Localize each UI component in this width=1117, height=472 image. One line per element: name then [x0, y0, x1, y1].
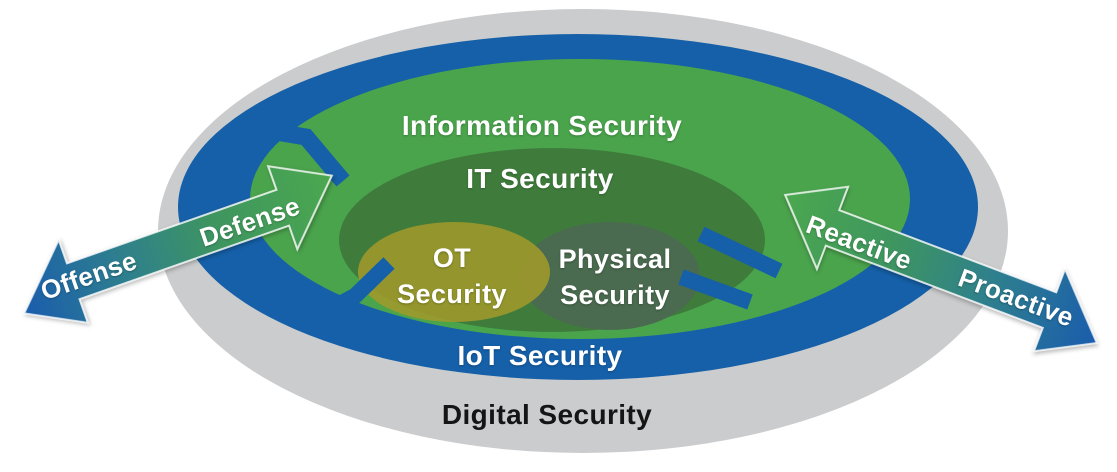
- it-security-label: IT Security: [466, 163, 614, 194]
- ot-security-label-line1: OT: [432, 243, 472, 273]
- breach-bar-right-lower: [678, 269, 753, 310]
- reactive-proactive-arrow: [783, 185, 1099, 353]
- offense-defense-arrow: [22, 164, 334, 325]
- breach-bar-right-upper: [697, 226, 783, 279]
- breach-bar-top-left: [262, 121, 350, 187]
- ot-security-label-line2: Security: [397, 279, 507, 309]
- information-security-label: Information Security: [401, 110, 683, 141]
- physical-security-label: Physical Security: [559, 241, 672, 313]
- ot-security-label: OT Security: [397, 240, 507, 312]
- physical-security-label-line1: Physical: [558, 244, 672, 274]
- physical-security-label-line2: Security: [560, 280, 670, 310]
- physical-security-ellipse: [520, 222, 700, 330]
- digital-security-label: Digital Security: [441, 399, 653, 430]
- iot-security-label: IoT Security: [457, 340, 623, 371]
- breach-bar-bottom-left: [332, 257, 395, 314]
- ot-security-ellipse: [358, 222, 550, 322]
